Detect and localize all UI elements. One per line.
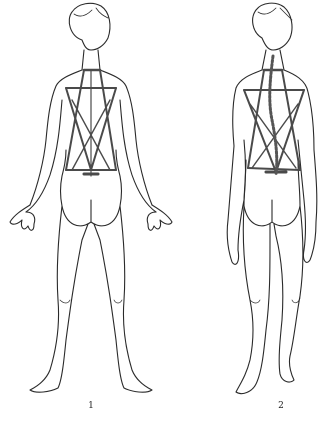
figure-1-left-hand	[10, 205, 35, 230]
figure-1-right-leg	[94, 206, 152, 392]
figure-1-right-hand	[147, 205, 172, 230]
figure-1-left-leg	[30, 206, 88, 392]
figure-1-buttocks	[62, 200, 120, 226]
figure-2-left-arm	[227, 140, 245, 264]
figure-1-body	[10, 3, 172, 392]
figure-1-label: 1	[81, 401, 101, 411]
figure-2-right-arm	[298, 140, 317, 262]
figure-2-buttocks	[244, 200, 300, 226]
figure-2-head	[253, 3, 292, 50]
figure-1-triangles	[66, 70, 116, 176]
figure-1-neck	[82, 50, 100, 70]
figure-2-label: 2	[271, 401, 291, 411]
figure-2-left-leg	[236, 206, 270, 394]
figure-1-head	[69, 3, 110, 50]
figure-2-triangles	[244, 70, 304, 172]
figure-2-right-leg	[274, 206, 303, 382]
